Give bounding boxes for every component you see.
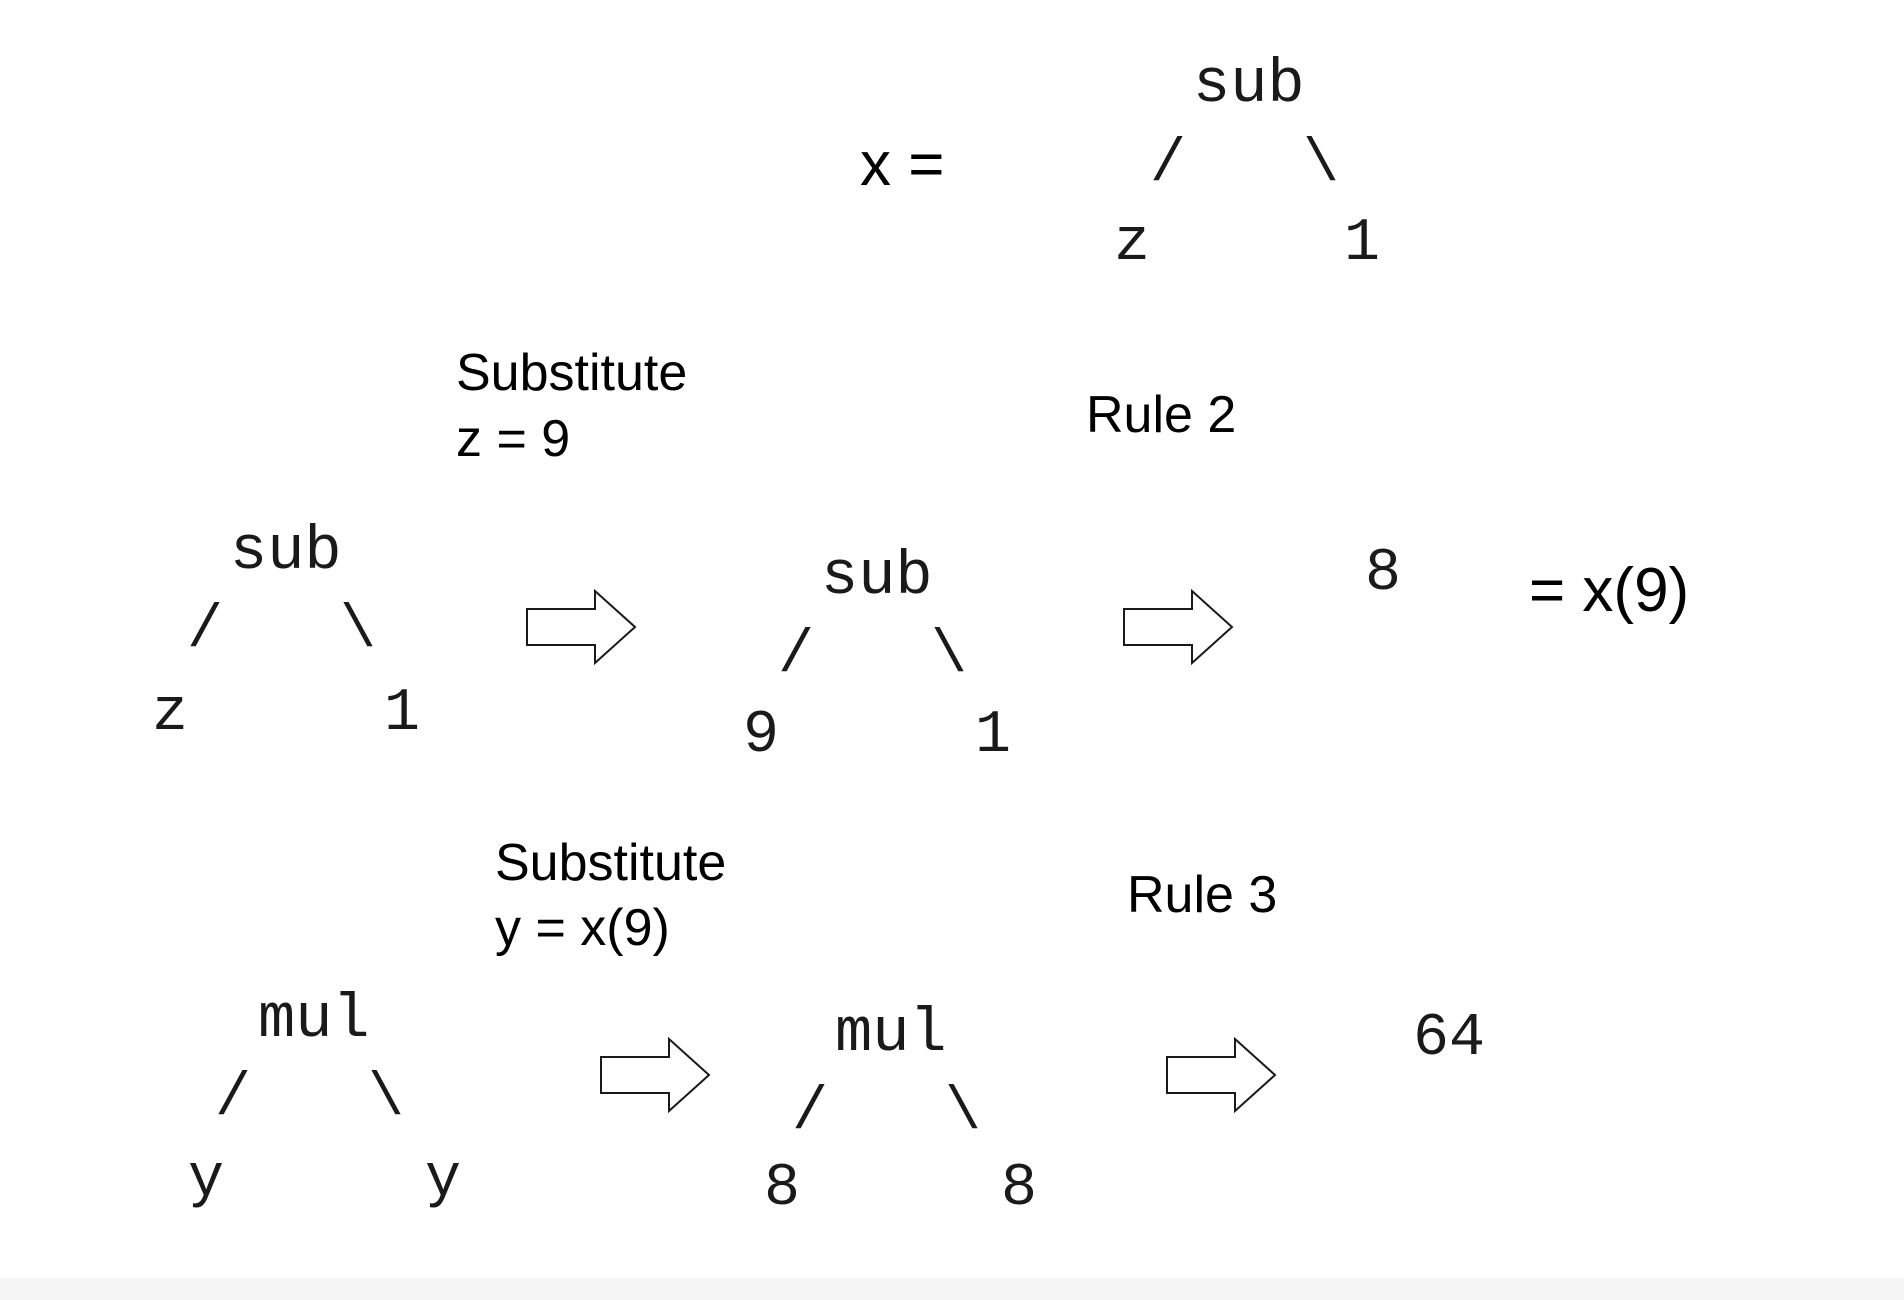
equation-tree-root: sub [1193, 49, 1305, 120]
row1-tree1-left-leaf: z [152, 680, 189, 748]
row1-substitute-label: Substitute [456, 344, 688, 402]
row2-substitute-value: y = x(9) [495, 899, 670, 957]
row2-tree2-root: mul [835, 998, 947, 1069]
equation-tree-edge-left: / [1150, 131, 1187, 199]
row2-arrow2-icon [1166, 1037, 1277, 1113]
row1-tree1-right-leaf: 1 [384, 680, 421, 748]
row2-tree1-left-leaf: y [188, 1146, 225, 1214]
row2-substitute-label: Substitute [495, 834, 727, 892]
row1-tree1-root: sub [230, 516, 342, 587]
row2-tree1-edge-left: / [215, 1065, 252, 1133]
row1-tree2-edge-right: \ [931, 622, 968, 690]
row1-result: 8 [1365, 540, 1402, 608]
row2-tree2-edge-left: / [792, 1079, 829, 1147]
row2-tree2-edge-right: \ [945, 1079, 982, 1147]
equation-tree-right-leaf: 1 [1344, 210, 1381, 278]
equation-tree-left-leaf: z [1114, 210, 1151, 278]
equation-lhs: x = [860, 130, 945, 199]
equation-tree-edge-right: \ [1303, 131, 1340, 199]
row1-tree1-edge-left: / [187, 597, 224, 665]
row1-tree2-edge-left: / [778, 622, 815, 690]
row1-tree2-right-leaf: 1 [975, 702, 1012, 770]
row1-tree1-edge-right: \ [340, 597, 377, 665]
row1-rule-label: Rule 2 [1086, 386, 1237, 444]
row1-substitute-value: z = 9 [456, 410, 571, 468]
row2-rule-label: Rule 3 [1127, 866, 1278, 924]
row1-tree2-left-leaf: 9 [743, 702, 780, 770]
row2-tree1-edge-right: \ [368, 1065, 405, 1133]
row1-result-equals: = x(9) [1529, 556, 1690, 625]
row2-tree2-left-leaf: 8 [764, 1155, 801, 1223]
bottom-strip [0, 1278, 1904, 1300]
row1-arrow2-icon [1123, 589, 1234, 665]
row2-tree1-right-leaf: y [425, 1146, 462, 1214]
row2-result: 64 [1413, 1005, 1486, 1073]
row1-tree2-root: sub [821, 541, 933, 612]
row2-tree2-right-leaf: 8 [1001, 1155, 1038, 1223]
row2-arrow1-icon [600, 1037, 711, 1113]
row1-arrow1-icon [526, 589, 637, 665]
row2-tree1-root: mul [258, 984, 370, 1055]
